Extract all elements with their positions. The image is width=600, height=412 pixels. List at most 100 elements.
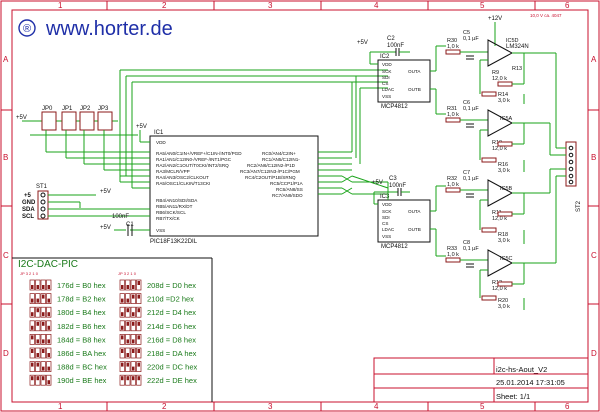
jumper-label-2: JP2 <box>80 106 91 112</box>
ic2-body <box>377 59 431 103</box>
st1-pin-gnd: GND <box>22 200 36 206</box>
ch0-rin: R30 <box>447 38 457 44</box>
ic2-name: IC2 <box>380 54 390 60</box>
address-row: 190d = BE hex <box>29 374 107 386</box>
channel-3: R33 1,0 k C8 0,1 µF IC5C R12 12,0 k R20 … <box>445 240 540 310</box>
address-row: 184d = B8 hex <box>29 334 106 345</box>
ch0-rin-val: 1,0 k <box>447 44 459 50</box>
ic1-pin-l7: RB4/AN10/SDI/SDA <box>156 198 198 203</box>
address-row: 220d = DC hex <box>119 361 197 372</box>
frame-col-2: 2 <box>162 1 167 10</box>
frame-col-3: 3 <box>268 1 273 10</box>
ch2-cap: C7 <box>463 170 470 176</box>
st2-name: ST2 <box>576 200 582 212</box>
address-row-text: 222d = DE hex <box>147 376 197 385</box>
website-url[interactable]: www.horter.de <box>45 18 173 40</box>
jumper-block: +5V JP0 JP1 JP2 JP3 <box>16 106 140 171</box>
address-row-text: 184d = B8 hex <box>57 335 106 344</box>
ch0-extra: R13 <box>512 66 522 72</box>
header-logo: ® www.horter.de <box>18 18 173 40</box>
ch3-rin-val: 1,0 k <box>447 252 459 258</box>
ic3-body <box>377 199 431 243</box>
ic1-pin-r2: RC2/AN6/C12IN2-/P1D <box>247 163 296 168</box>
ic1-pin-r5: RC5/CCP1/P1A <box>270 181 304 186</box>
frame-row-a-right: A <box>591 55 597 64</box>
title-block: i2c-hs-Aout_V2 25.01.2014 17:31:05 Sheet… <box>373 357 589 403</box>
ic3-pin-ldac: LDAC <box>382 227 395 232</box>
ch3-rfb-val: 12,0 k <box>492 286 507 292</box>
opamp-section: +12V 10,0 V ca. 4047 LM324N R30 1,0 k C5… <box>445 13 562 310</box>
ch1-rin: R31 <box>447 106 457 112</box>
ch2-rfb-val: 12,0 k <box>492 216 507 222</box>
ic3-pin-outa: OUTA <box>408 209 421 214</box>
frame-col-5: 5 <box>480 1 485 10</box>
address-row: 210d =D2 hex <box>119 293 194 304</box>
ch2-rin-val: 1,0 k <box>447 182 459 188</box>
ic2-pin-cs: CS <box>382 81 388 86</box>
address-row: 188d = BC hex <box>29 361 107 372</box>
jumper-label-0: JP0 <box>42 106 53 112</box>
frame-col-4: 4 <box>374 1 379 10</box>
ch0-cap: C5 <box>463 30 470 36</box>
frame-col-1: 1 <box>58 1 63 10</box>
frame-col-1-bottom: 1 <box>58 402 63 411</box>
c1-vcc: +5V <box>100 225 111 231</box>
ic2-cap-name: C2 <box>387 36 395 42</box>
ch3-cap-val: 0,1 µF <box>463 246 479 252</box>
address-row-text: 180d = B4 hex <box>57 308 106 317</box>
ic1-pin-l9: RB6/SCK/SCL <box>156 210 186 215</box>
title-block-date: 25.01.2014 17:31:05 <box>496 378 565 387</box>
jumper-jp0[interactable] <box>41 111 57 131</box>
ic2-pin-outb: OUTB <box>408 87 421 92</box>
address-row-text: 190d = BE hex <box>57 376 107 385</box>
ic1-pin-r6: RC6/AN8/SS <box>276 187 303 192</box>
address-row: 214d = D6 hex <box>119 320 196 332</box>
channel-0: R30 1,0 k C5 0,1 µF IC5D R9 12,0 k R13 R… <box>445 30 540 104</box>
address-table: I2C-DAC-PIC JP 3 2 1 0 JP 3 2 1 0 176d =… <box>12 257 213 402</box>
ic2-pin-sck: SCK <box>382 69 392 74</box>
connector-st1: ST1 +5 GND SDA SCL +5V <box>22 184 140 220</box>
ch0-amp: IC5D <box>506 38 519 44</box>
ch2-rin: R32 <box>447 176 457 182</box>
ic1-pic: +5V IC1 VDD RA5/AN0/C1IN+/VREF+/C1IN-/IN… <box>100 69 389 245</box>
ic1-pin-l1: RA5/AN0/C1IN+/VREF+/C1IN-/INT0/PGD <box>156 151 242 156</box>
ch2-rfb: R11 <box>492 210 502 216</box>
ch1-amp: IC5A <box>500 116 513 122</box>
jumper-jp3[interactable] <box>97 111 113 131</box>
ic1-pin-r4: RC4/C2OUT/P1B/SRNQ <box>245 175 296 180</box>
frame-col-4-bottom: 4 <box>374 402 379 411</box>
ic3-part: MCP4812 <box>381 244 408 250</box>
address-row-text: 216d = D8 hex <box>147 335 196 344</box>
ch0-cap-val: 0,1 µF <box>463 36 479 42</box>
ic3-pin-cs: CS <box>382 221 388 226</box>
address-row-text: 208d = D0 hex <box>147 281 196 290</box>
address-row: 216d = D8 hex <box>119 334 196 345</box>
ic3-vcc: +5V <box>372 180 383 186</box>
jumper-jp1[interactable] <box>61 111 77 131</box>
ic1-pin-l11: VSS <box>156 228 165 233</box>
address-row-text: 186d = BA hex <box>57 349 106 358</box>
st1-pin-sda: SDA <box>22 207 35 213</box>
ch2-rgnd-val: 3,0 k <box>498 238 510 244</box>
frame-row-c-right: C <box>591 251 597 260</box>
ch0-rfb: R9 <box>492 70 499 76</box>
ic3-pin-outb: OUTB <box>408 227 421 232</box>
jumper-jp2[interactable] <box>79 111 95 131</box>
opamp-supply-note: 10,0 V ca. 4047 <box>530 13 562 18</box>
ch3-rin: R33 <box>447 246 457 252</box>
ic2-part: MCP4812 <box>381 104 408 110</box>
frame-col-6: 6 <box>565 1 570 10</box>
address-row-text: 218d = DA hex <box>147 349 197 358</box>
channel-2: R32 1,0 k C7 0,1 µF IC5B R11 12,0 k R18 … <box>445 170 540 244</box>
ic3-pin-vdd: VDD <box>382 202 392 207</box>
title-block-name: i2c-hs-Aout_V2 <box>496 365 547 374</box>
ic1-name: IC1 <box>154 130 164 136</box>
jumper-label-1: JP1 <box>62 106 73 112</box>
c1-value: 100nF <box>112 214 129 220</box>
frame-col-6-bottom: 6 <box>565 402 570 411</box>
ic1-pin-l10: RB7/TX/CK <box>156 216 181 221</box>
address-row-text: 212d = D4 hex <box>147 308 196 317</box>
